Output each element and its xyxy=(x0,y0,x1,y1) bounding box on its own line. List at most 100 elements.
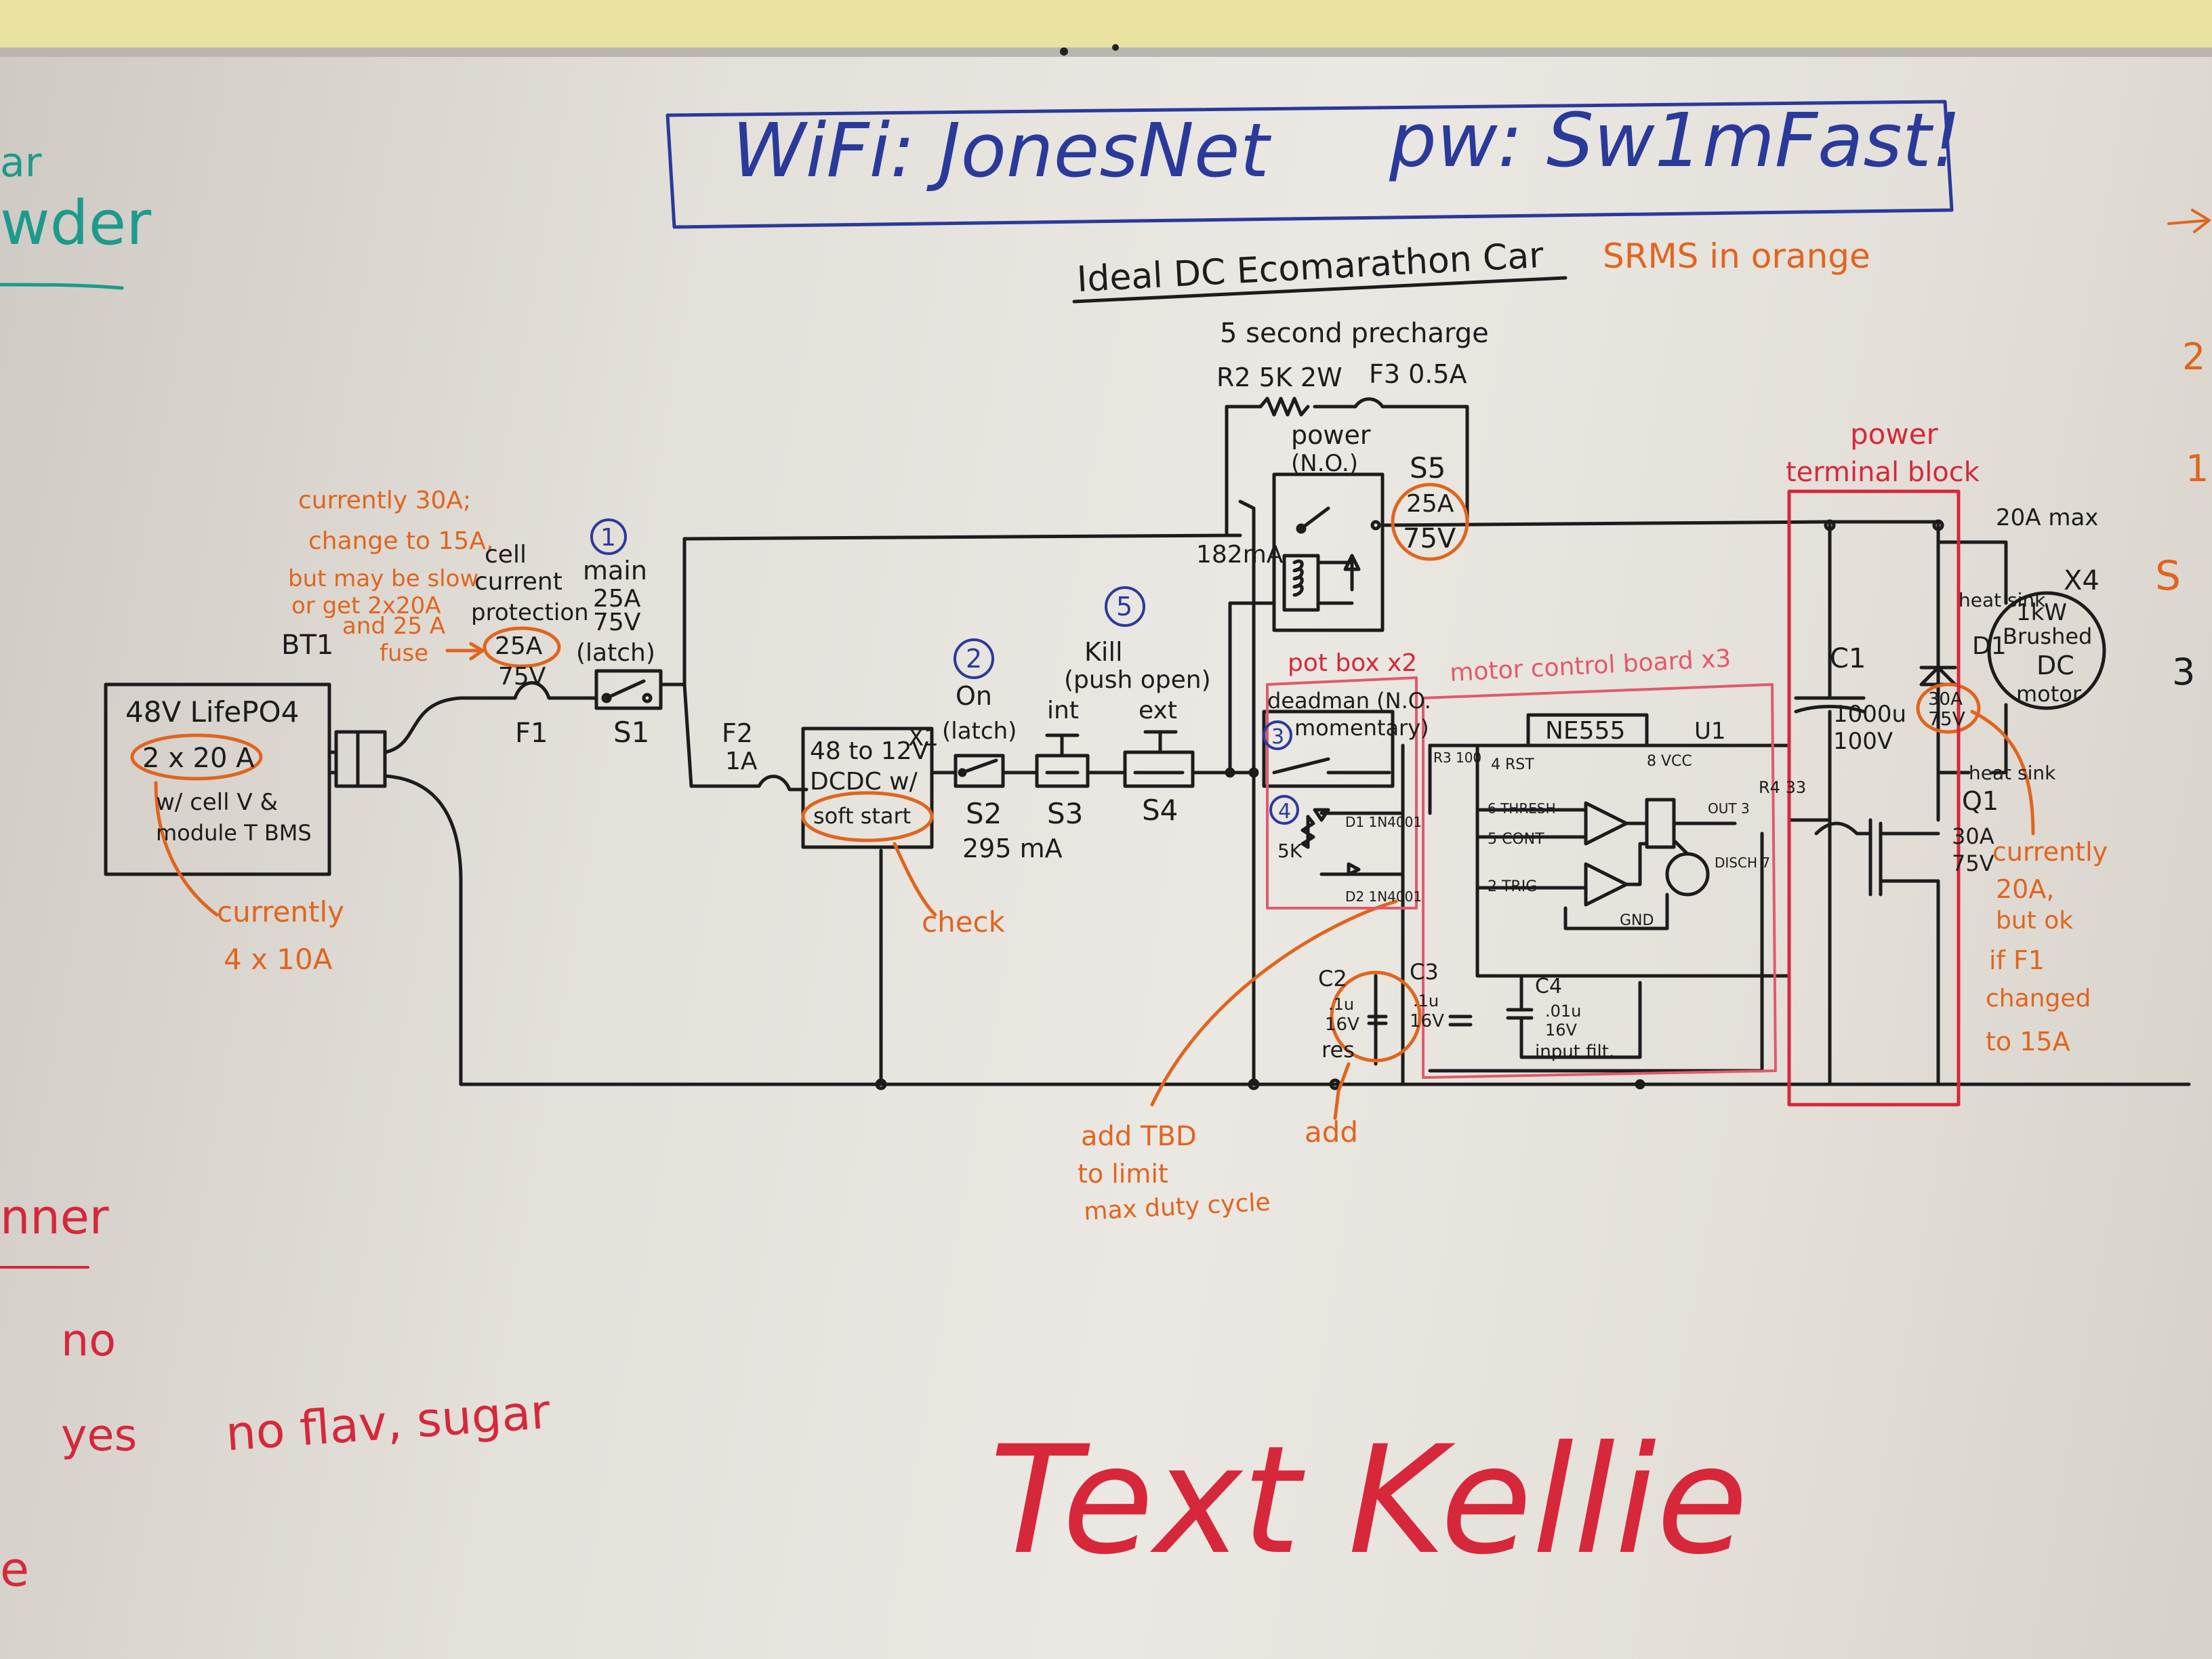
motor-note-4: if F1 xyxy=(1989,945,2045,975)
kill-int: int xyxy=(1047,697,1079,724)
f3-label: F3 0.5A xyxy=(1369,359,1467,389)
pin-disch: DISCH 7 xyxy=(1715,855,1770,871)
s1-label4: (latch) xyxy=(576,639,655,667)
motor-note-6: to 15A xyxy=(1986,1027,2070,1057)
s1-num: 1 xyxy=(600,524,616,552)
mcb-title: motor control board x3 xyxy=(1449,644,1732,687)
battery-note-1: currently xyxy=(217,895,344,928)
edge-right-3: 3 xyxy=(2172,651,2195,693)
d1-rating: 30A xyxy=(1928,689,1963,710)
f1-label1: cell xyxy=(485,541,527,569)
dcdc-note: check xyxy=(922,905,1006,939)
battery-config: 2 x 20 A xyxy=(142,743,255,774)
power-block-title1: power xyxy=(1850,417,1939,451)
pin-gnd: GND xyxy=(1620,912,1654,929)
c4-voltage: 16V xyxy=(1545,1021,1578,1040)
battery-ref: BT1 xyxy=(281,630,333,661)
c3-voltage: 16V xyxy=(1410,1011,1444,1031)
motor-control-board-outline xyxy=(1422,683,1777,1079)
c1-voltage: 100V xyxy=(1833,728,1893,755)
s1-label1: main xyxy=(583,556,647,586)
s5-rating: 25A xyxy=(1406,490,1454,518)
c2-voltage: 16V xyxy=(1325,1015,1359,1035)
pin-trig: 2 TRIG xyxy=(1488,878,1537,895)
heat-sink-label-1: heat sink xyxy=(1959,589,2046,611)
pin-rst: 4 RST xyxy=(1491,756,1534,773)
kill-label2: (push open) xyxy=(1064,666,1211,694)
r4-label: R4 33 xyxy=(1759,778,1806,797)
f1-ref: F1 xyxy=(515,718,548,749)
d1-ref: D1 xyxy=(1972,632,2007,660)
c4-note: input filt. xyxy=(1535,1042,1614,1062)
f1-label3: protection xyxy=(471,599,589,626)
text-kellie: Text Kellie xyxy=(989,1414,1748,1587)
c4-ref: C4 xyxy=(1535,975,1562,998)
dcdc-ref: X1 xyxy=(908,724,939,752)
edge-nner: nner xyxy=(0,1189,109,1245)
dcdc-box xyxy=(801,726,934,849)
motor-label2: Brushed xyxy=(2003,623,2092,649)
pot-box-outline xyxy=(1266,676,1418,909)
dcdc-label3: soft start xyxy=(813,803,911,829)
f1-label2: current xyxy=(474,568,562,596)
battery-bms1: w/ cell V & xyxy=(156,789,278,816)
r2-label: R2 5K 2W xyxy=(1216,363,1343,392)
wifi-box xyxy=(665,100,1954,229)
fuse-note-3: but may be slow xyxy=(288,565,478,592)
kill-label1: Kill xyxy=(1084,637,1123,667)
precharge-title: 5 second precharge xyxy=(1220,318,1489,349)
d2-diode-label: D2 1N4001 xyxy=(1345,888,1422,905)
edge-right-s: S xyxy=(2155,552,2181,600)
tbd-note-2: to limit xyxy=(1078,1159,1168,1189)
relay-no-label: (N.O.) xyxy=(1291,450,1358,477)
cap-note-add: add xyxy=(1305,1115,1358,1149)
relay-label: power xyxy=(1291,420,1371,450)
wifi-password: pw: Sw1mFast! xyxy=(1389,97,1961,184)
edge-yes: yes xyxy=(61,1410,137,1461)
power-terminal-block-outline xyxy=(1787,489,1961,1107)
deadman-label2: momentary) xyxy=(1294,715,1429,741)
c2-res: res xyxy=(1322,1037,1355,1063)
edge-right-2: 2 xyxy=(2182,335,2205,378)
s1-label2: 25A xyxy=(593,585,641,613)
heat-sink-label-2: heat sink xyxy=(1969,762,2056,784)
motor-note-1: currently xyxy=(1992,837,2108,867)
motor-ref: X4 xyxy=(2064,565,2100,596)
edge-e: e xyxy=(0,1542,29,1597)
kill-ext: ext xyxy=(1139,697,1177,724)
potbox-title: pot box x2 xyxy=(1288,649,1417,677)
potbox-n3: 3 xyxy=(1271,725,1284,749)
motor-note-2: 20A, xyxy=(1996,874,2054,904)
s2-label1: On xyxy=(956,681,992,711)
pot-value: 5K xyxy=(1277,840,1303,862)
motor-label4: motor xyxy=(2016,681,2082,707)
no-flav-note: no flav, sugar xyxy=(224,1384,552,1462)
fuse-note-2: change to 15A, xyxy=(308,527,493,555)
battery-label: 48V LifePO4 xyxy=(125,695,299,729)
s5-ref: S5 xyxy=(1410,451,1446,485)
battery-note-2: 4 x 10A xyxy=(224,943,333,976)
c4-value: .01u xyxy=(1545,1002,1581,1021)
fuse-note-4: or get 2x20A xyxy=(291,592,441,619)
s2-ref: S2 xyxy=(966,797,1002,830)
edge-wder: wder xyxy=(0,188,151,259)
q1-rating: 30A xyxy=(1952,823,1994,849)
diagram-subtitle: SRMS in orange xyxy=(1603,237,1870,276)
edge-no: no xyxy=(61,1315,116,1366)
dcdc-label1: 48 to 12V xyxy=(810,737,929,765)
f1-rating: 25A xyxy=(495,632,543,660)
f2-rating: 1A xyxy=(725,747,758,775)
potbox-n4: 4 xyxy=(1278,800,1291,823)
q1-voltage: 75V xyxy=(1952,851,1994,876)
edge-right-1: 1 xyxy=(2186,447,2209,490)
fuse-note-1: currently 30A; xyxy=(298,487,471,514)
motor-circle xyxy=(1987,591,2106,710)
fuse-note-5: and 25 A xyxy=(342,613,445,640)
c1-value: 1000u xyxy=(1833,701,1906,728)
fuse-note-6: fuse xyxy=(380,640,428,667)
deadman-label1: deadman (N.O. xyxy=(1267,688,1431,714)
s4-ref: S4 xyxy=(1142,794,1178,827)
tbd-note-3: max duty cycle xyxy=(1083,1189,1271,1226)
